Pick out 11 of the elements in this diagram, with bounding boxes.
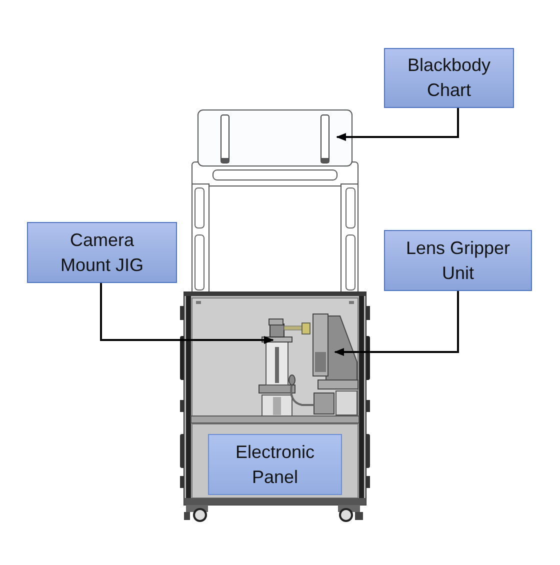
leader-line: [334, 291, 459, 356]
leader-line: [336, 108, 459, 141]
callout-text: Camera Mount JIG: [59, 228, 145, 276]
callout-text: Lens Gripper Unit: [404, 236, 512, 284]
callout-text: Blackbody Chart: [406, 54, 492, 102]
callout-box: [27, 222, 177, 283]
callout-box: [384, 230, 532, 291]
label-panel: [208, 434, 342, 495]
callout-text: Electronic Panel: [234, 440, 316, 488]
callout-box: [384, 48, 514, 108]
leader-line: [100, 283, 274, 344]
